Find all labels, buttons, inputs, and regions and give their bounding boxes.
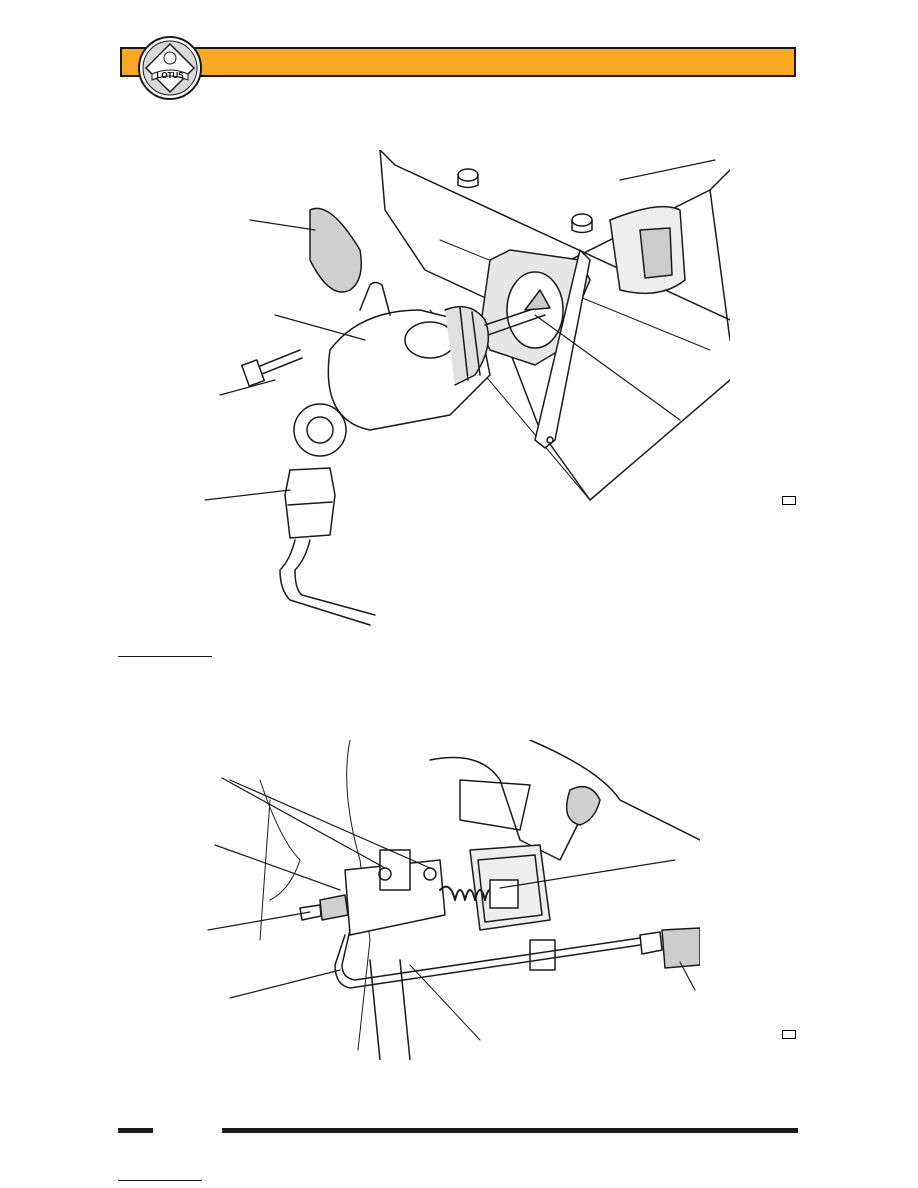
- figure-caption-underline: [118, 656, 212, 657]
- footer-rule-left: [118, 1128, 153, 1133]
- slave-cylinder-exploded-view: [204, 150, 730, 626]
- figure-ref-box-2: [782, 1030, 796, 1039]
- logo-text: LOTUS: [156, 71, 184, 80]
- slave-cylinder-installed-view: [207, 740, 700, 1060]
- footer-rule-right: [222, 1128, 798, 1133]
- header-bar: [120, 47, 796, 77]
- figure-ref-box-1: [782, 496, 796, 505]
- lotus-logo: LOTUS: [138, 36, 202, 100]
- footer-link-underline[interactable]: [118, 1180, 202, 1181]
